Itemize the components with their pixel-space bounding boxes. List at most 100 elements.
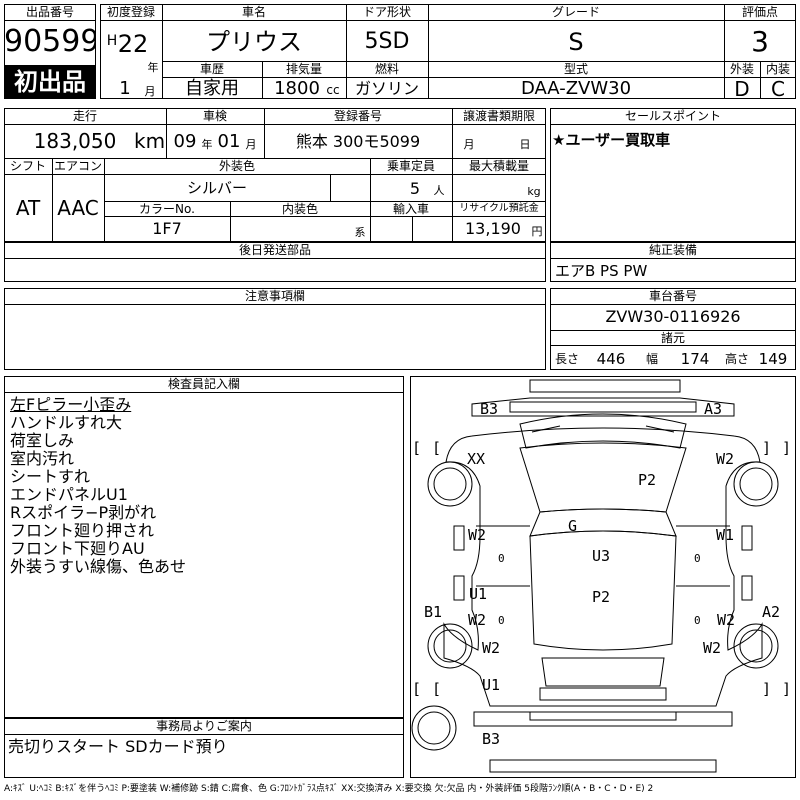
import-label: 輸入車 [392, 202, 429, 216]
recycle-label: リサイクル預託金 [459, 203, 539, 214]
equipment-block [550, 242, 796, 282]
bracket-left: [ [432, 439, 442, 457]
damage-diagram [410, 376, 796, 778]
parts-block [4, 242, 546, 282]
office-block [4, 718, 404, 778]
height-label: 高さ [724, 352, 749, 366]
note-line: ハンドルすれ大 [10, 413, 123, 432]
note-line: Rスポイラ−P剥がれ [10, 503, 157, 522]
insp-year-unit: 年 [201, 138, 213, 151]
displacement-label: 排気量 [285, 62, 322, 76]
bracket-left: [ [412, 439, 422, 457]
mark-w2-left-front: W2 [482, 639, 501, 657]
office-note: 売切りスタート SDカード預り [8, 737, 228, 756]
mark-u1-left: U1 [469, 585, 488, 603]
chassis-block [550, 288, 796, 370]
note-line: 外装うすい線傷、色あせ [10, 557, 187, 576]
width-label: 幅 [645, 352, 658, 366]
chassis-number: ZVW30-0116926 [605, 307, 741, 326]
legend: A:ｷｽﾞ U:ﾍｺﾐ B:ｷｽﾞを伴うﾍｺﾐ P:要塗装 W:補修跡 S:錆 … [4, 784, 654, 794]
transfer-label: 譲渡書類期限 [462, 109, 535, 123]
zero-mark: 0 [694, 614, 701, 627]
capacity-unit: 人 [433, 184, 445, 197]
exterior-score: D [734, 78, 750, 100]
color: シルバー [186, 179, 247, 197]
reg-year: 22 [117, 31, 149, 57]
mark-w2-right-lower: W2 [717, 611, 736, 629]
score-label: 評価点 [741, 5, 778, 19]
mileage-unit: km [134, 130, 164, 152]
door-label: ドア形状 [362, 5, 411, 19]
mark-b3-front: B3 [482, 730, 501, 748]
header-block [100, 4, 796, 99]
length: 446 [596, 350, 626, 368]
reg-year-unit: 年 [147, 61, 159, 74]
bracket-right: ] [782, 439, 792, 457]
color-no: 1F7 [152, 219, 182, 238]
era: H [106, 33, 118, 49]
mark-b1: B1 [424, 603, 443, 621]
mark-w2-left-door: W2 [468, 526, 487, 544]
caution-label: 注意事項欄 [244, 289, 305, 303]
zero-mark: 0 [498, 552, 505, 565]
first-listing-text: 初出品 [14, 69, 86, 95]
car-name: プリウス [206, 28, 302, 56]
model-label: 型式 [563, 62, 588, 76]
mark-xx: XX [467, 450, 486, 468]
exterior-label: 外装 [729, 62, 754, 76]
reg-month-unit: 月 [144, 85, 156, 98]
note-line: 室内汚れ [10, 449, 75, 468]
load-label: 最大積載量 [468, 159, 529, 173]
specs-label: 諸元 [660, 331, 685, 345]
parts-label: 後日発送部品 [238, 243, 311, 257]
office-label: 事務局よりご案内 [156, 719, 252, 733]
inspector-label: 検査員記入欄 [167, 377, 240, 391]
plate-label: 登録番号 [333, 109, 382, 123]
sales-point: ★ユーザー買取車 [552, 131, 671, 149]
transfer-month-unit: 月 [463, 138, 475, 151]
mark-u3: U3 [592, 547, 611, 565]
note-line: フロント下廻りAU [10, 539, 145, 558]
note-line: シートすれ [10, 467, 91, 486]
insp-month-unit: 月 [245, 138, 257, 151]
height: 149 [758, 350, 788, 368]
mileage: 183,050 [33, 130, 117, 152]
fuel-label: 燃料 [374, 62, 399, 76]
caution-block [4, 288, 546, 370]
insp-year: 09 [173, 131, 197, 152]
car-name-label: 車名 [241, 5, 266, 19]
zero-mark: 0 [694, 552, 701, 565]
color-no-label: カラーNo. [139, 202, 195, 216]
mark-p2-hood: P2 [592, 588, 611, 606]
history: 自家用 [185, 78, 239, 99]
capacity-label: 乗車定員 [386, 159, 435, 173]
inspector-notes: 左Fピラー小歪み ハンドルすれ大 荷室しみ 室内汚れ シートすれ エンドパネルU… [10, 396, 400, 576]
grade-label: グレード [551, 5, 600, 19]
chassis-label: 車台番号 [648, 289, 697, 303]
first-reg-label: 初度登録 [106, 5, 155, 19]
lot-no: 90599 [4, 25, 96, 59]
transfer-day-unit: 日 [519, 138, 531, 151]
reg-month: 1 [119, 78, 131, 99]
detail-block [4, 108, 546, 242]
mark-a2: A2 [762, 603, 781, 621]
int-color-label: 内装色 [281, 202, 318, 216]
mark-a3-rear: A3 [704, 400, 723, 418]
score: 3 [751, 26, 769, 58]
history-label: 車歴 [199, 62, 224, 76]
bracket-right: ] [762, 439, 772, 457]
bracket-left: [ [432, 680, 442, 698]
displacement-unit: cc [326, 83, 340, 97]
plate: 熊本 300モ5099 [295, 132, 421, 151]
sales-label: セールスポイント [624, 109, 721, 123]
bracket-right: ] [762, 680, 772, 698]
lot-block [4, 4, 96, 99]
zero-mark: 0 [498, 614, 505, 627]
inspection-label: 車検 [202, 109, 227, 123]
mark-w2-left-lower: W2 [468, 611, 487, 629]
length-label: 長さ [554, 352, 579, 366]
load-unit: kg [527, 185, 541, 198]
mark-g: G [568, 517, 578, 535]
sales-block [550, 108, 796, 242]
recycle: 13,190 [465, 219, 521, 238]
